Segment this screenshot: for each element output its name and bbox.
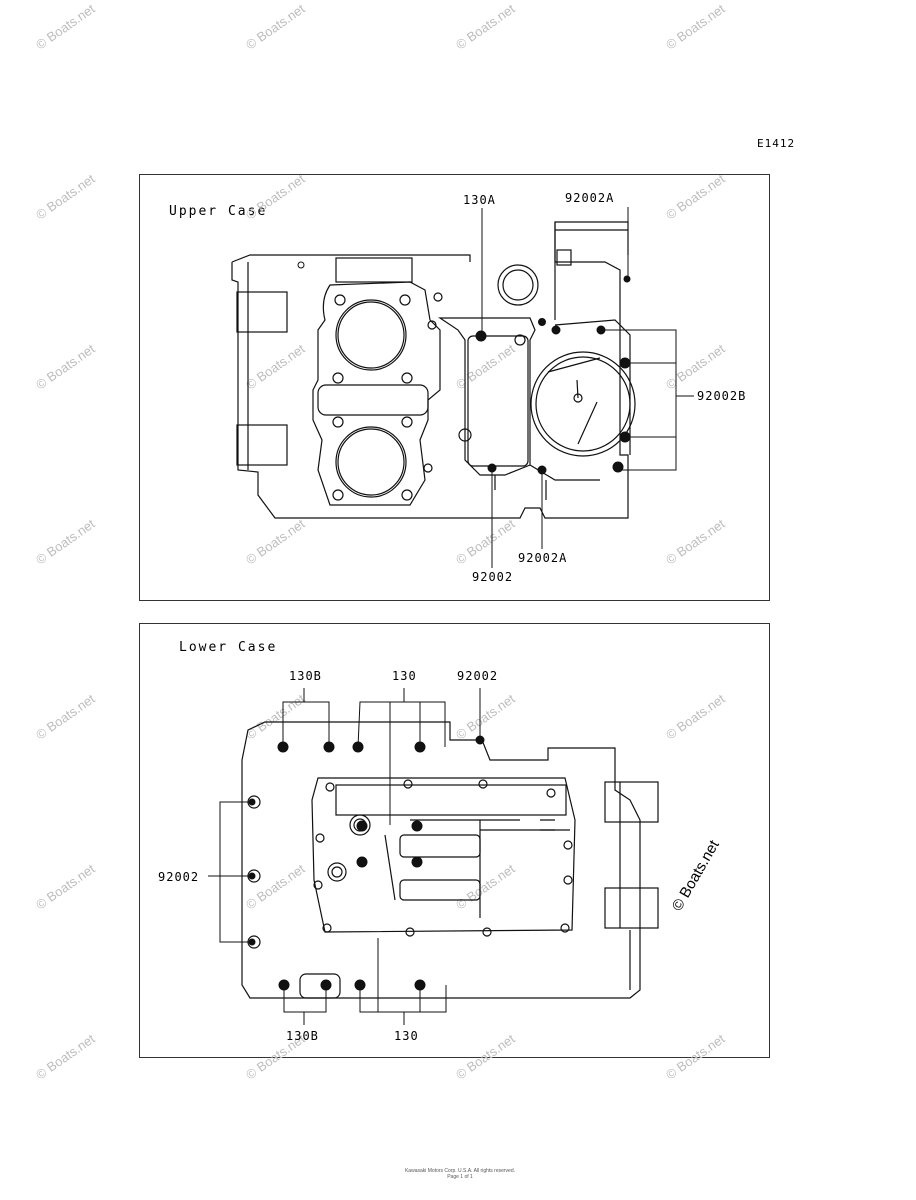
watermark: © Boats.net [453, 341, 518, 393]
label-92002a-top: 92002A [565, 191, 614, 205]
watermark: © Boats.net [243, 861, 308, 913]
upper-case-panel [139, 174, 770, 601]
watermark: © Boats.net [663, 1, 728, 53]
watermark: © Boats.net [663, 691, 728, 743]
label-92002-lower-left: 92002 [158, 870, 199, 884]
lower-case-panel [139, 623, 770, 1058]
upper-case-drawing [231, 221, 636, 519]
label-92002b: 92002B [697, 389, 746, 403]
lower-case-drawing [241, 721, 659, 999]
watermark: © Boats.net [243, 171, 308, 223]
label-130b-top: 130B [289, 669, 322, 683]
label-92002-upper: 92002 [472, 570, 513, 584]
watermark: © Boats.net [33, 691, 98, 743]
label-130b-bottom: 130B [286, 1029, 319, 1043]
watermark: © Boats.net [453, 691, 518, 743]
label-130-bottom: 130 [394, 1029, 419, 1043]
watermark: © Boats.net [453, 516, 518, 568]
footer-line-2: Page 1 of 1 [447, 1174, 473, 1180]
boats-credit: © Boats.net [669, 837, 723, 914]
upper-case-title: Upper Case [169, 204, 268, 219]
label-130a: 130A [463, 193, 496, 207]
watermark: © Boats.net [243, 516, 308, 568]
watermark: © Boats.net [33, 171, 98, 223]
page-code: E1412 [757, 137, 796, 150]
watermark: © Boats.net [243, 691, 308, 743]
watermark: © Boats.net [453, 861, 518, 913]
watermark-layer: © Boats.net © Boats.net © Boats.net © Bo… [33, 1, 728, 1083]
watermark: © Boats.net [33, 341, 98, 393]
watermark: © Boats.net [33, 861, 98, 913]
watermark: © Boats.net [33, 1, 98, 53]
watermark: © Boats.net [663, 516, 728, 568]
upper-case-leaders [481, 207, 694, 568]
footer: Kawasaki Motors Corp. U.S.A. All rights … [300, 1168, 620, 1180]
lower-case-title: Lower Case [179, 640, 278, 655]
watermark: © Boats.net [243, 341, 308, 393]
watermark: © Boats.net [33, 1031, 98, 1083]
watermark: © Boats.net [453, 1031, 518, 1083]
label-92002a-bottom: 92002A [518, 551, 567, 565]
footer-line-1: Kawasaki Motors Corp. U.S.A. All rights … [404, 1168, 516, 1174]
label-92002-lower-top: 92002 [457, 669, 498, 683]
watermark: © Boats.net [663, 1031, 728, 1083]
label-130-top: 130 [392, 669, 417, 683]
lower-case-leaders [208, 688, 481, 1025]
lower-case-bolts [248, 735, 485, 991]
upper-case-bolts [297, 261, 631, 475]
watermark: © Boats.net [243, 1, 308, 53]
watermark: © Boats.net [453, 1, 518, 53]
watermark: © Boats.net [663, 171, 728, 223]
watermark: © Boats.net [663, 341, 728, 393]
watermark: © Boats.net [33, 516, 98, 568]
